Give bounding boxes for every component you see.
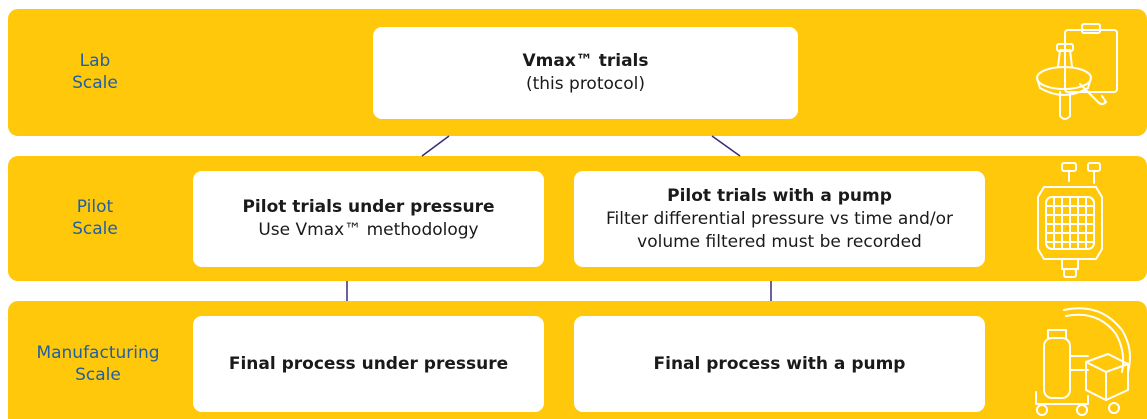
pilot-scale-label-line2: Scale (72, 219, 118, 239)
pilot-pump-title: Pilot trials with a pump (667, 185, 892, 206)
connector-vmax-to-pilot-pressure (421, 135, 450, 157)
final-pressure-title: Final process under pressure (228, 353, 509, 374)
pilot-pressure-box: Pilot trials under pressure Use Vmax™ me… (193, 171, 544, 267)
pilot-filter-capsule-icon (1037, 162, 1103, 278)
lab-scale-label-line2: Scale (72, 73, 118, 93)
lab-scale-label-line1: Lab (79, 51, 111, 71)
vmax-trials-box: Vmax™ trials (this protocol) (373, 27, 798, 119)
vmax-trials-subtitle: (this protocol) (525, 74, 646, 94)
pilot-pump-line2: Filter differential pressure vs time and… (605, 208, 954, 229)
vmax-trials-title: Vmax™ trials (522, 51, 649, 71)
pilot-pressure-subtitle: Use Vmax™ methodology (258, 220, 479, 240)
manufacturing-filter-cart-icon (1035, 307, 1131, 416)
pilot-pressure-title: Pilot trials under pressure (242, 197, 495, 217)
pilot-scale-label: Pilot Scale (50, 196, 140, 240)
final-pump-title: Final process with a pump (653, 353, 906, 374)
filter-on-clipboard-icon (1036, 23, 1118, 120)
pilot-scale-label-line1: Pilot (76, 197, 114, 217)
final-pressure-box: Final process under pressure (193, 316, 544, 412)
pilot-pump-box: Pilot trials with a pump Filter differen… (574, 171, 985, 267)
connector-vmax-to-pilot-pump (711, 135, 741, 157)
pilot-pump-line3: volume filtered must be recorded (637, 231, 922, 252)
lab-scale-label: Lab Scale (50, 50, 140, 94)
manufacturing-scale-label-line2: Scale (75, 365, 121, 385)
final-pump-box: Final process with a pump (574, 316, 985, 412)
manufacturing-scale-label-line1: Manufacturing (36, 343, 160, 363)
manufacturing-scale-label: Manufacturing Scale (18, 342, 178, 386)
